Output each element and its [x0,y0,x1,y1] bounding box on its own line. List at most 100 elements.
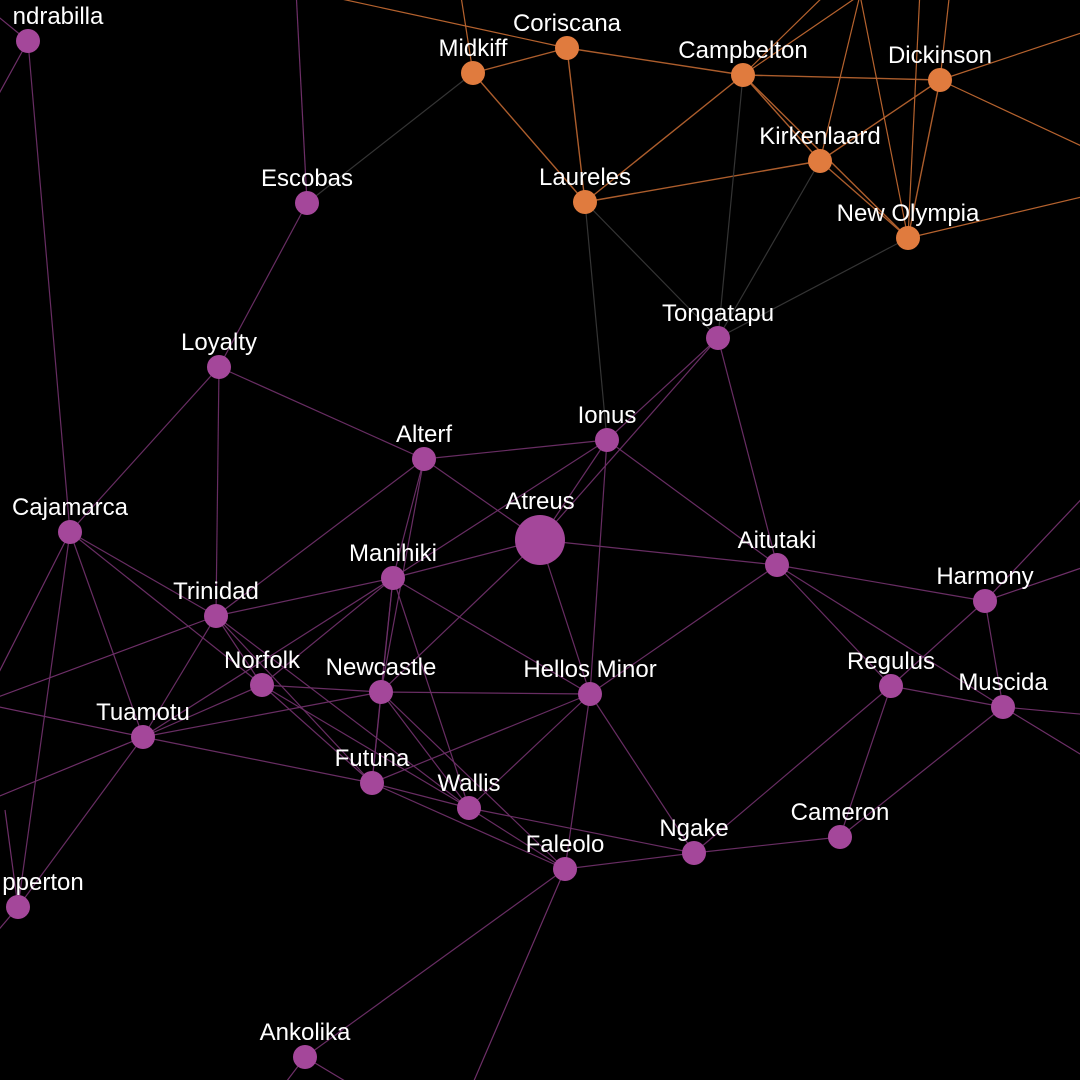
node-ankolika[interactable] [293,1045,317,1069]
node-harmony[interactable] [973,589,997,613]
edge-aitutaki-harmony [776,564,986,602]
node-label-hellosminor: Hellos Minor [523,656,656,683]
node-tongatapu[interactable] [706,326,730,350]
edge-cajamarca-norfolk [69,531,263,686]
node-label-newolympia: New Olympia [837,200,980,227]
node-label-faleolo: Faleolo [526,831,605,858]
edge-loyalty-cajamarca [69,366,220,533]
node-kirkenlaard[interactable] [808,149,832,173]
node-coriscana[interactable] [555,36,579,60]
node-muscida[interactable] [991,695,1015,719]
edge-offscreen-dickinson [939,0,950,81]
edge-aitutaki-regulus [776,564,892,687]
edge-futuna-faleolo [371,782,566,870]
edge-atreus-hellosminor [539,539,591,695]
node-alterf[interactable] [412,447,436,471]
edge-newolympia-tongatapu [717,237,909,339]
edge-kirkenlaard-newolympia [819,160,909,239]
node-campbelton[interactable] [731,63,755,87]
node-clipperton[interactable] [6,895,30,919]
edge-offscreen-campbelton [742,0,821,76]
edge-cajamarca-trinidad [69,531,217,617]
node-manihiki[interactable] [381,566,405,590]
edge-trinidad-norfolk [215,615,263,686]
node-label-harmony: Harmony [936,563,1033,590]
node-label-cameron: Cameron [791,799,890,826]
node-label-escobas: Escobas [261,165,353,192]
edge-offscreen-muscida [1002,706,1080,755]
node-newcastle[interactable] [369,680,393,704]
node-label-campbelton: Campbelton [678,37,807,64]
node-ionus[interactable] [595,428,619,452]
node-tuamotu[interactable] [131,725,155,749]
node-laureles[interactable] [573,190,597,214]
node-wallis[interactable] [457,796,481,820]
edge-offscreen-kirkenlaard [819,0,860,162]
edge-ionus-aitutaki [606,439,778,566]
edge-ngake-faleolo [564,852,695,870]
node-hellosminor[interactable] [578,682,602,706]
node-midkiff[interactable] [461,61,485,85]
node-norfolk[interactable] [250,673,274,697]
node-futuna[interactable] [360,771,384,795]
node-newolympia[interactable] [896,226,920,250]
edge-offscreen-midkiff [460,0,474,74]
node-atreus[interactable] [515,515,565,565]
edge-hellosminor-faleolo [564,693,591,870]
edge-midkiff-escobas [306,72,474,204]
node-label-regulus: Regulus [847,648,935,675]
node-label-laureles: Laureles [539,164,631,191]
edge-muscida-cameron [839,706,1004,838]
edge-coriscana-laureles [566,47,586,203]
node-cameron[interactable] [828,825,852,849]
node-label-ngake: Ngake [659,815,728,842]
node-label-loyalty: Loyalty [181,329,257,356]
node-label-newcastle: Newcastle [326,654,437,681]
edge-cajamarca-clipperton [17,531,71,908]
edge-hellosminor-ngake [589,693,695,854]
edge-tongatapu-atreus [539,337,719,541]
edge-aitutaki-muscida [776,564,1004,708]
edge-offscreen-ondrabilla [0,40,29,94]
node-ondrabilla[interactable] [16,29,40,53]
edge-offscreen-campbelton [742,0,854,76]
edge-dickinson-newolympia [907,79,941,239]
edge-offscreen-clipperton [4,809,19,908]
node-label-dickinson: Dickinson [888,42,992,69]
edge-newcastle-futuna [371,691,382,784]
edge-aitutaki-hellosminor [589,564,778,695]
node-aitutaki[interactable] [765,553,789,577]
node-label-tongatapu: Tongatapu [662,300,774,327]
node-regulus[interactable] [879,674,903,698]
node-label-tuamotu: Tuamotu [96,699,190,726]
node-trinidad[interactable] [204,604,228,628]
edge-ionus-hellosminor [589,439,608,695]
edge-futuna-wallis [371,782,470,809]
edge-offscreen-newolympia [907,196,1080,239]
node-cajamarca[interactable] [58,520,82,544]
node-loyalty[interactable] [207,355,231,379]
edge-coriscana-campbelton [566,47,744,76]
node-label-kirkenlaard: Kirkenlaard [759,123,880,150]
edge-norfolk-futuna [261,684,373,784]
edge-offscreen-cajamarca [0,531,71,672]
node-faleolo[interactable] [553,857,577,881]
edge-newcastle-hellosminor [380,691,591,695]
edge-norfolk-newcastle [261,684,382,693]
edge-manihiki-hellosminor [392,577,591,695]
edge-atreus-manihiki [392,539,541,579]
edge-loyalty-alterf [218,366,425,460]
node-label-clipperton: pperton [2,869,83,896]
edge-ionus-manihiki [392,439,608,579]
edge-newcastle-tuamotu [142,691,382,738]
edge-campbelton-tongatapu [717,74,744,339]
edge-campbelton-dickinson [742,74,941,81]
node-label-atreus: Atreus [505,488,574,515]
edge-offscreen-faleolo [473,868,566,1080]
edge-laureles-tongatapu [584,201,719,339]
node-escobas[interactable] [295,191,319,215]
edge-alterf-manihiki [392,458,425,579]
node-ngake[interactable] [682,841,706,865]
node-dickinson[interactable] [928,68,952,92]
